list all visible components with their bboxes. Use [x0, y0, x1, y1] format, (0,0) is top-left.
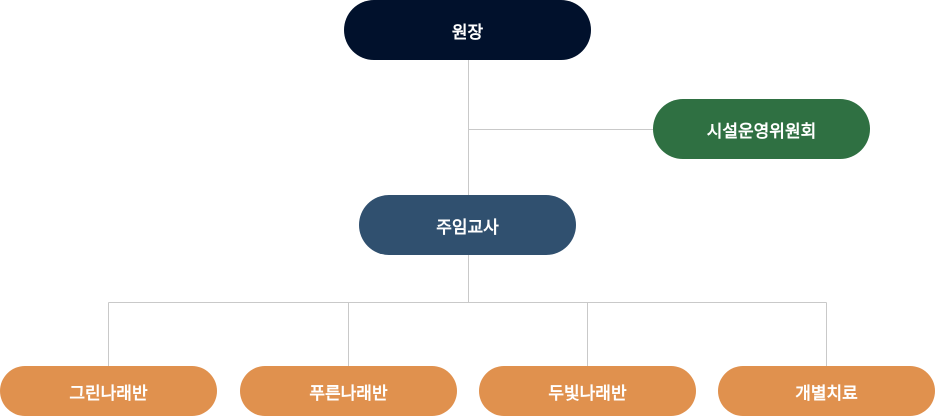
committee-label: 시설운영위원회	[706, 121, 817, 142]
class-label: 푸른나래반	[309, 383, 388, 404]
class-label: 개별치료	[795, 383, 858, 404]
director-label: 원장	[451, 22, 484, 43]
committee-node: 시설운영위원회	[653, 99, 870, 159]
class-node-individual-therapy: 개별치료	[718, 366, 935, 416]
class-label: 그린나래반	[69, 383, 148, 404]
class-node-dubit: 두빛나래반	[479, 366, 696, 416]
class-label: 두빛나래반	[548, 383, 627, 404]
class-node-green: 그린나래반	[0, 366, 217, 416]
director-node: 원장	[344, 0, 591, 60]
head-teacher-node: 주임교사	[359, 195, 576, 255]
class-node-blue: 푸른나래반	[240, 366, 457, 416]
head-teacher-label: 주임교사	[436, 217, 499, 238]
